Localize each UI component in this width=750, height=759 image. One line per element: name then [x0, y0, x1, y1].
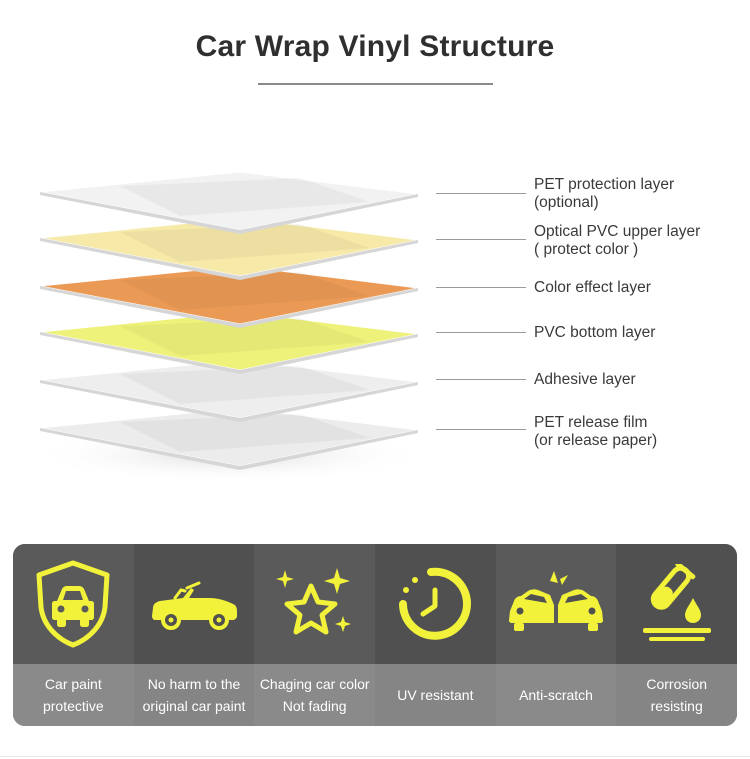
vinyl-sheet-3	[39, 265, 419, 328]
feature-no-harm: No harm to the original car paint	[133, 544, 255, 726]
layer-label-1-line1: PET protection layer	[534, 176, 675, 193]
feature-anti-scratch: Anti-scratch	[495, 544, 617, 726]
vinyl-sheet-4	[39, 311, 419, 374]
car-shield-icon	[36, 560, 110, 648]
layer-leader-4	[436, 332, 526, 333]
page-title: Car Wrap Vinyl Structure	[195, 30, 555, 63]
layer-label-5: Adhesive layer	[534, 371, 636, 389]
feature-icon-box	[13, 544, 134, 664]
layer-label-3-line1: Color effect layer	[534, 279, 651, 296]
feature-caption-line2: protective	[42, 698, 104, 714]
sparkle-star-icon	[275, 568, 351, 635]
feature-caption-line1: UV resistant	[397, 687, 474, 703]
layer-leader-1	[436, 193, 526, 194]
layer-label-1: PET protection layer (optional)	[534, 176, 674, 212]
vinyl-sheet-5	[39, 359, 419, 422]
vinyl-layer-stack	[30, 171, 430, 480]
layer-label-4: PVC bottom layer	[534, 324, 655, 342]
car-collision-icon	[509, 571, 604, 631]
layer-label-2-line1: Optical PVC upper layer	[534, 223, 701, 240]
layer-leader-2	[436, 239, 526, 240]
layer-label-2-line2: ( protect color )	[534, 241, 639, 258]
feature-icon-box	[616, 544, 737, 664]
feature-caption-line1: Anti-scratch	[519, 687, 593, 703]
layer-label-6-line2: (or release paper)	[534, 432, 658, 449]
layer-label-6: PET release film (or release paper)	[534, 414, 657, 450]
layer-leader-5	[436, 379, 526, 380]
feature-uv: UV resistant	[375, 544, 496, 726]
layer-label-6-line1: PET release film	[534, 414, 648, 431]
feature-caption-line1: Car paint	[44, 676, 102, 692]
clock-uv-icon	[399, 567, 472, 640]
layer-label-5-line1: Adhesive layer	[534, 371, 636, 388]
vinyl-sheet-6	[39, 407, 419, 470]
vinyl-sheet-1	[39, 171, 419, 234]
feature-caption-line2: original car paint	[142, 698, 246, 714]
layer-label-3: Color effect layer	[534, 279, 651, 297]
feature-caption: UV resistant	[375, 664, 496, 726]
feature-car-paint: Car paint protective	[13, 544, 134, 726]
title-underline	[258, 83, 493, 85]
convertible-car-icon	[152, 581, 237, 630]
feature-caption: Corrosion resisting	[616, 664, 737, 726]
vinyl-sheet-2	[39, 217, 419, 280]
feature-caption-line1: Chaging car color	[259, 676, 370, 692]
feature-caption-line2: resisting	[650, 698, 703, 714]
layer-leader-6	[436, 429, 526, 430]
chemical-tube-icon	[642, 564, 711, 641]
feature-icon-box	[254, 544, 376, 664]
feature-icon-box	[375, 544, 496, 664]
feature-corrosion: Corrosion resisting	[616, 544, 737, 726]
feature-caption-line1: No harm to the	[147, 676, 241, 692]
feature-caption: Car paint protective	[13, 664, 134, 726]
feature-caption: No harm to the original car paint	[133, 664, 255, 726]
feature-icon-box	[495, 544, 617, 664]
feature-icon-box	[133, 544, 255, 664]
feature-caption: Anti-scratch	[495, 664, 617, 726]
layer-label-1-line2: (optional)	[534, 194, 599, 211]
bottom-divider	[0, 756, 750, 757]
layer-leader-3	[436, 287, 526, 288]
layer-label-4-line1: PVC bottom layer	[534, 324, 656, 341]
feature-strip: Car paint protective No harm to the origin…	[13, 544, 737, 726]
feature-caption-line2: Not fading	[282, 698, 347, 714]
feature-caption-line1: Corrosion	[646, 676, 708, 692]
layer-label-2: Optical PVC upper layer ( protect color …	[534, 223, 700, 259]
